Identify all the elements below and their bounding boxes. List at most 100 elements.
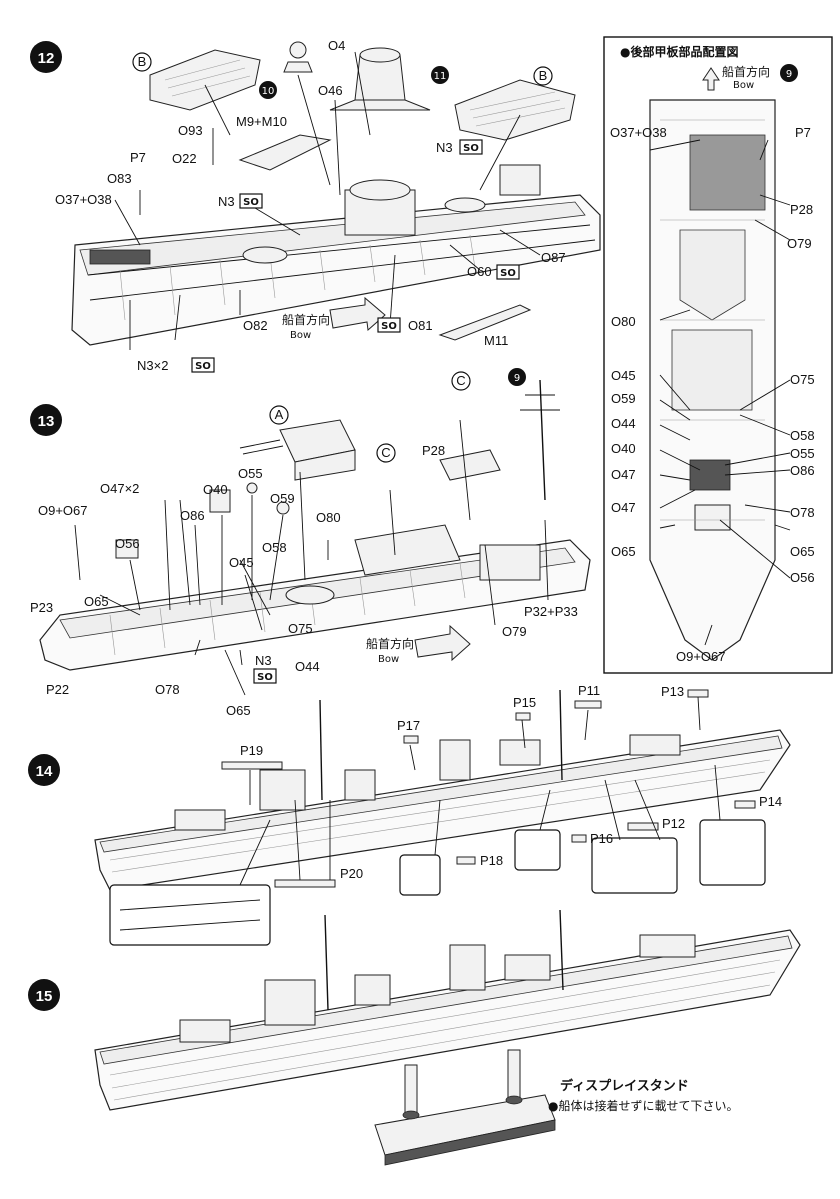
s13-label-o78: O78 <box>155 682 180 697</box>
so-mark-2: SO <box>463 143 479 154</box>
s14-label-p16: P16 <box>590 831 613 846</box>
label-n3x2: N3×2 <box>137 358 168 373</box>
step-13-p32-p33-block <box>479 544 541 581</box>
inset-ref-9: 9 <box>786 69 792 80</box>
inset-bow-arrow <box>702 67 720 91</box>
step-12-torpedo-launcher-left <box>149 49 261 111</box>
inset-label-p7: P7 <box>795 125 811 140</box>
detail-box-p16 <box>514 829 561 871</box>
part-p17 <box>403 735 419 744</box>
step-14-badge <box>28 754 60 786</box>
step-14-turret-aft <box>629 734 681 756</box>
s14-label-p17: P17 <box>397 718 420 733</box>
s14-label-p20: P20 <box>340 866 363 881</box>
s13-label-n3: N3 <box>255 653 272 668</box>
s13-label-o65-a: O65 <box>84 594 109 609</box>
so-mark-3: SO <box>500 268 516 279</box>
inset-label-o80: O80 <box>611 314 636 329</box>
step-12-torpedo-launcher-right <box>454 79 576 141</box>
part-p13 <box>687 689 709 698</box>
s14-label-p15: P15 <box>513 695 536 710</box>
s13-label-o80: O80 <box>316 510 341 525</box>
step-12-number: 12 <box>38 50 55 67</box>
step-13-ref-a: A <box>275 407 284 422</box>
step-12-launch <box>238 134 332 171</box>
inset-label-o37-o38: O37+O38 <box>610 125 667 140</box>
s13-label-o56: O56 <box>115 536 140 551</box>
step-12-funnel <box>329 47 431 111</box>
step-12-ref-b-left: B <box>138 54 147 69</box>
s13-label-o75: O75 <box>288 621 313 636</box>
part-p11 <box>574 700 602 709</box>
s13-so-mark: SO <box>257 672 273 683</box>
s14-label-p13: P13 <box>661 684 684 699</box>
s13-label-o47x2: O47×2 <box>100 481 139 496</box>
detail-box-p20 <box>109 884 271 946</box>
s13-label-o9-o67: O9+O67 <box>38 503 88 518</box>
step-13-ref-9: 9 <box>514 373 520 384</box>
s13-label-p32-p33: P32+P33 <box>524 604 578 619</box>
label-o60: O60 <box>467 264 492 279</box>
detail-box-p18 <box>399 854 441 896</box>
inset-deckhouse-shaded <box>689 134 766 211</box>
s13-label-o55: O55 <box>238 466 263 481</box>
step-13-turret-a <box>239 419 356 481</box>
inset-label-o45: O45 <box>611 368 636 383</box>
step-12-ref-b-right: B <box>539 68 548 83</box>
step-14-mainmast <box>559 689 563 781</box>
detail-box-p12 <box>591 837 678 894</box>
s13-label-o79: O79 <box>502 624 527 639</box>
step-12: 12 <box>30 38 601 373</box>
s14-label-p14: P14 <box>759 794 782 809</box>
label-m11: M11 <box>484 333 508 348</box>
s13-label-o40: O40 <box>203 482 228 497</box>
part-p14 <box>734 800 756 809</box>
inset-label-o75: O75 <box>790 372 815 387</box>
so-mark-1: SO <box>243 197 259 208</box>
inset-label-o86: O86 <box>790 463 815 478</box>
step-13-bow-arrow <box>414 624 471 662</box>
step-15: 15 ディスプレイスタンド ●船体は接着せずに載せて下さい。 <box>28 909 801 1166</box>
part-p16 <box>571 834 587 843</box>
s13-label-o59: O59 <box>270 491 295 506</box>
step-12-badge <box>30 41 62 73</box>
s14-label-p11: P11 <box>578 683 600 698</box>
step-12-bow-jp: 船首方向 <box>282 312 330 327</box>
step-15-badge <box>28 979 60 1011</box>
s13-label-o44: O44 <box>295 659 320 674</box>
step-13-badge <box>30 404 62 436</box>
label-o46: O46 <box>318 83 343 98</box>
step-15-bridge <box>264 979 316 1026</box>
part-p18 <box>456 856 476 865</box>
s14-label-p19: P19 <box>240 743 263 758</box>
part-p20 <box>274 879 336 888</box>
inset-label-o65-b: O65 <box>790 544 815 559</box>
s13-label-o58: O58 <box>262 540 287 555</box>
step-13-ref-c-left: C <box>381 445 390 460</box>
label-p7: P7 <box>130 150 146 165</box>
step-12-cutter-m11 <box>438 304 532 341</box>
stand-title: ディスプレイスタンド <box>560 1078 689 1094</box>
inset-label-o65-a: O65 <box>611 544 636 559</box>
s14-label-p12: P12 <box>662 816 685 831</box>
inset-label-o55: O55 <box>790 446 815 461</box>
part-p19 <box>221 761 283 770</box>
step-15-funnel <box>449 944 486 991</box>
detail-box-p14 <box>699 819 766 886</box>
step-13-foremast <box>520 379 560 501</box>
so-mark-5: SO <box>195 361 211 372</box>
s13-label-p23: P23 <box>30 600 53 615</box>
label-o4: O4 <box>328 38 345 53</box>
inset-label-o44: O44 <box>611 416 636 431</box>
label-o81: O81 <box>408 318 433 333</box>
step-13-ref-c-right: C <box>456 373 465 388</box>
step-13-number: 13 <box>38 413 55 430</box>
inset-bow-en: Bow <box>733 80 754 91</box>
step-15-foremast <box>324 914 329 1011</box>
s13-label-o65-b: O65 <box>226 703 251 718</box>
inset-label-p28: P28 <box>790 202 813 217</box>
step-13-platform-p28 <box>439 449 501 481</box>
step-12-ref-10: 10 <box>262 86 275 97</box>
label-o22: O22 <box>172 151 197 166</box>
